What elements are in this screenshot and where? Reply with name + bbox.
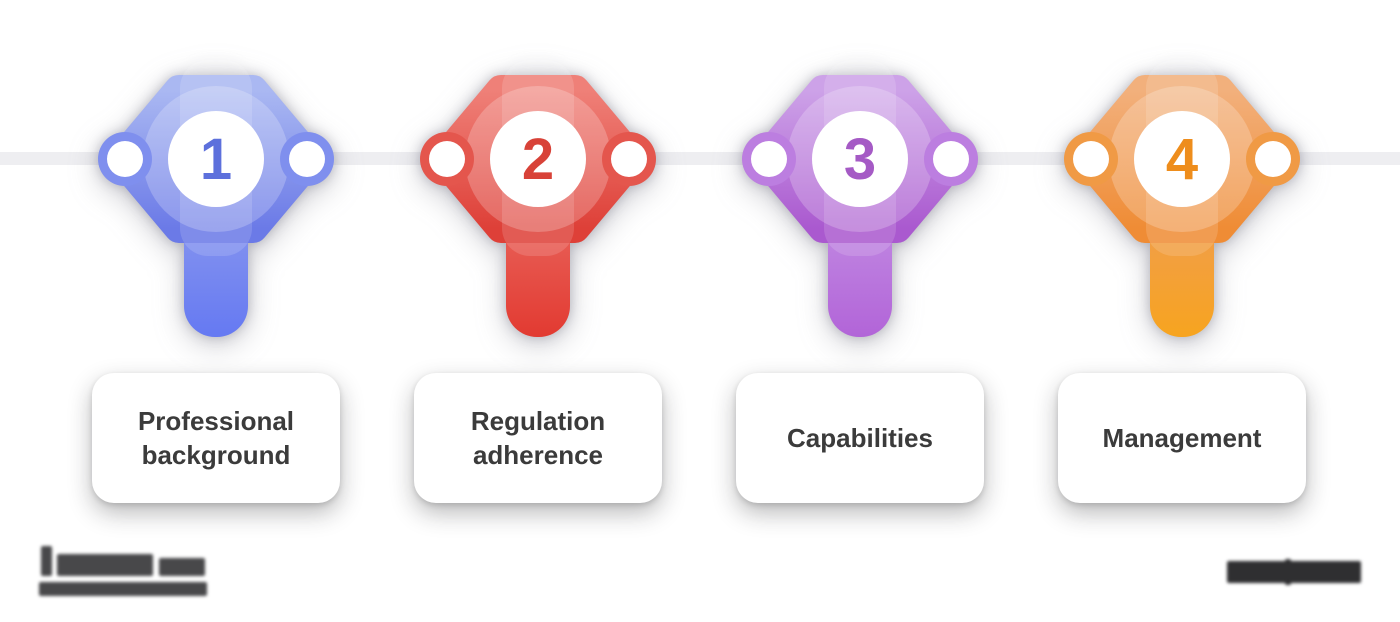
left-logo-mark — [41, 546, 52, 576]
step-1-number: 1 — [199, 126, 233, 192]
step-marker-4: 4 — [1042, 59, 1322, 359]
right-logo-mark — [1227, 561, 1361, 583]
step-3-blob-shape — [742, 60, 978, 337]
step-marker-3: 3 — [720, 59, 1000, 359]
left-logo-mark — [159, 558, 205, 576]
step-1-blob-shape — [98, 60, 334, 337]
step-1-label: Professional background — [137, 405, 295, 470]
step-4-label: Management — [1102, 422, 1262, 453]
left-logo-mark — [39, 582, 207, 596]
step-card-2: Regulation adherence — [414, 373, 662, 503]
step-3-number: 3 — [843, 126, 877, 192]
left-logo-mark — [57, 554, 153, 576]
timeline-line — [0, 152, 1400, 165]
step-card-3: Capabilities — [736, 373, 984, 503]
step-3-label: Capabilities — [787, 422, 933, 453]
step-2-number: 2 — [521, 126, 555, 192]
right-logo-watermark — [1227, 557, 1361, 587]
right-logo-mark — [1285, 559, 1291, 585]
step-marker-2: 2 — [398, 59, 678, 359]
step-2-label: Regulation adherence — [470, 405, 606, 470]
step-4-blob-shape — [1064, 60, 1300, 337]
step-2-blob-shape — [420, 60, 656, 337]
step-4-number: 4 — [1165, 126, 1199, 192]
step-card-1: Professional background — [92, 373, 340, 503]
step-marker-1: 1 — [76, 59, 356, 359]
step-card-4: Management — [1058, 373, 1306, 503]
left-logo-watermark — [35, 544, 215, 602]
